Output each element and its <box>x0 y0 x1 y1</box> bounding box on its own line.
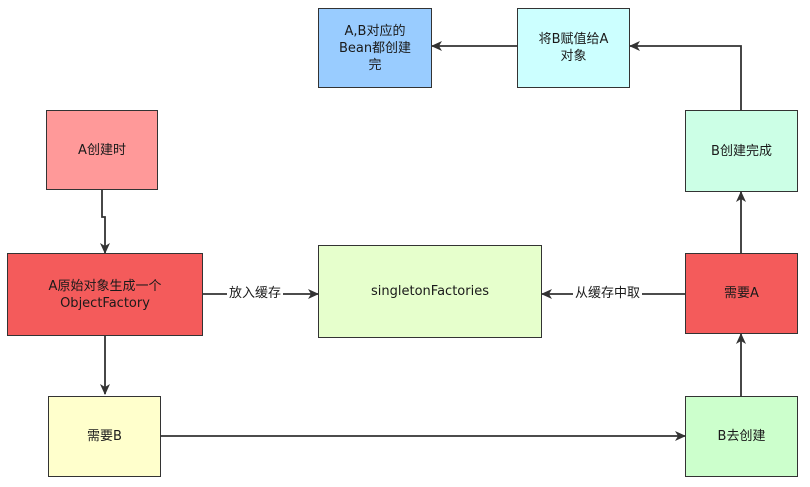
node-singleton-factories: singletonFactories <box>318 245 542 338</box>
edge-a-create-to-factory <box>100 190 110 254</box>
node-need-b: 需要B <box>48 396 161 477</box>
node-b-done: B创建完成 <box>685 110 798 192</box>
edge-b-done-to-assign <box>629 41 742 110</box>
node-beans-done: A,B对应的 Bean都创建 完 <box>318 8 432 88</box>
node-assign-b-to-a: 将B赋值给A 对象 <box>517 8 630 88</box>
node-need-a: 需要A <box>685 253 798 334</box>
node-a-object-factory: A原始对象生成一个 ObjectFactory <box>7 253 203 336</box>
node-a-create: A创建时 <box>46 110 158 190</box>
node-b-create: B去创建 <box>685 396 798 477</box>
edge-label-get-cache: 从缓存中取 <box>573 286 643 302</box>
edge-label-put-cache: 放入缓存 <box>227 286 284 302</box>
